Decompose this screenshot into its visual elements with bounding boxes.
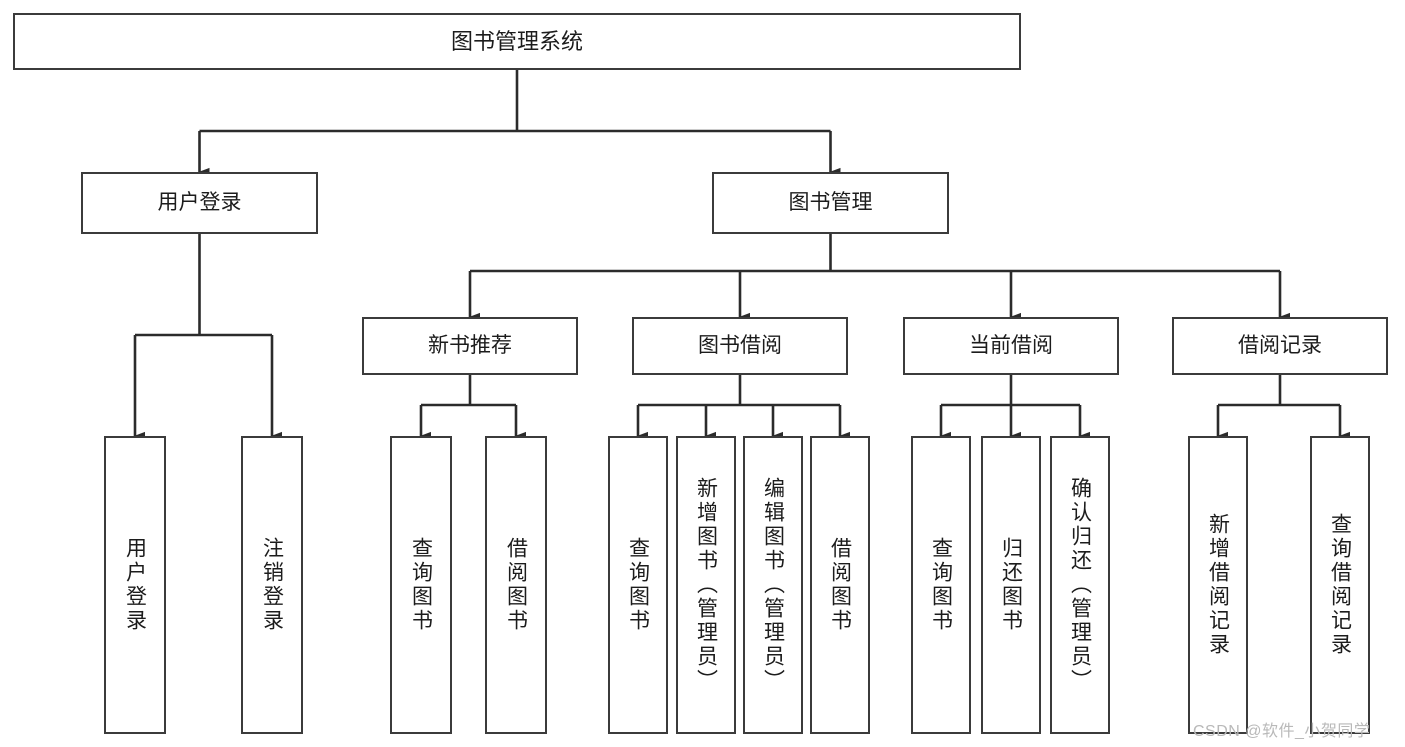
node-label: 确认归还（管理员） [1068,477,1092,693]
leaf-add-book-admin[interactable]: 新增图书（管理员） [676,436,736,734]
leaf-confirm-return-admin[interactable]: 确认归还（管理员） [1050,436,1110,734]
node-label: 借阅记录 [1238,333,1322,357]
leaf-logout[interactable]: 注销登录 [241,436,303,734]
node-label: 图书借阅 [698,333,782,357]
node-label: 用户登录 [123,537,147,633]
leaf-add-borrow-record[interactable]: 新增借阅记录 [1188,436,1248,734]
node-book-management[interactable]: 图书管理 [712,172,949,234]
node-new-book-recommend[interactable]: 新书推荐 [362,317,578,375]
node-label: 归还图书 [999,537,1023,633]
node-label: 当前借阅 [969,333,1053,357]
node-label: 图书管理系统 [450,28,583,54]
node-user-login[interactable]: 用户登录 [81,172,318,234]
node-label: 新书推荐 [428,333,512,357]
node-label: 图书管理 [788,190,873,214]
node-book-borrow[interactable]: 图书借阅 [632,317,848,375]
node-label: 编辑图书（管理员） [761,477,785,693]
leaf-return-book[interactable]: 归还图书 [981,436,1041,734]
leaf-user-login[interactable]: 用户登录 [104,436,166,734]
watermark-text: CSDN @软件_小贺同学 [1193,723,1371,740]
leaf-edit-book-admin[interactable]: 编辑图书（管理员） [743,436,803,734]
leaf-query-book-current[interactable]: 查询图书 [911,436,971,734]
node-borrow-record[interactable]: 借阅记录 [1172,317,1388,375]
node-label: 借阅图书 [828,537,852,633]
node-root-system[interactable]: 图书管理系统 [13,13,1021,70]
node-label: 查询图书 [409,537,433,633]
node-label: 查询图书 [626,537,650,633]
leaf-borrow-book[interactable]: 借阅图书 [810,436,870,734]
node-label: 借阅图书 [504,537,528,633]
leaf-borrow-book-recommend[interactable]: 借阅图书 [485,436,547,734]
node-label: 新增借阅记录 [1206,513,1230,657]
node-label: 查询借阅记录 [1328,513,1352,657]
node-label: 查询图书 [929,537,953,633]
node-label: 新增图书（管理员） [694,477,718,693]
leaf-query-book-borrow[interactable]: 查询图书 [608,436,668,734]
leaf-query-borrow-record[interactable]: 查询借阅记录 [1310,436,1370,734]
node-current-borrow[interactable]: 当前借阅 [903,317,1119,375]
leaf-query-book-recommend[interactable]: 查询图书 [390,436,452,734]
node-label: 注销登录 [260,537,284,633]
node-label: 用户登录 [157,190,242,214]
